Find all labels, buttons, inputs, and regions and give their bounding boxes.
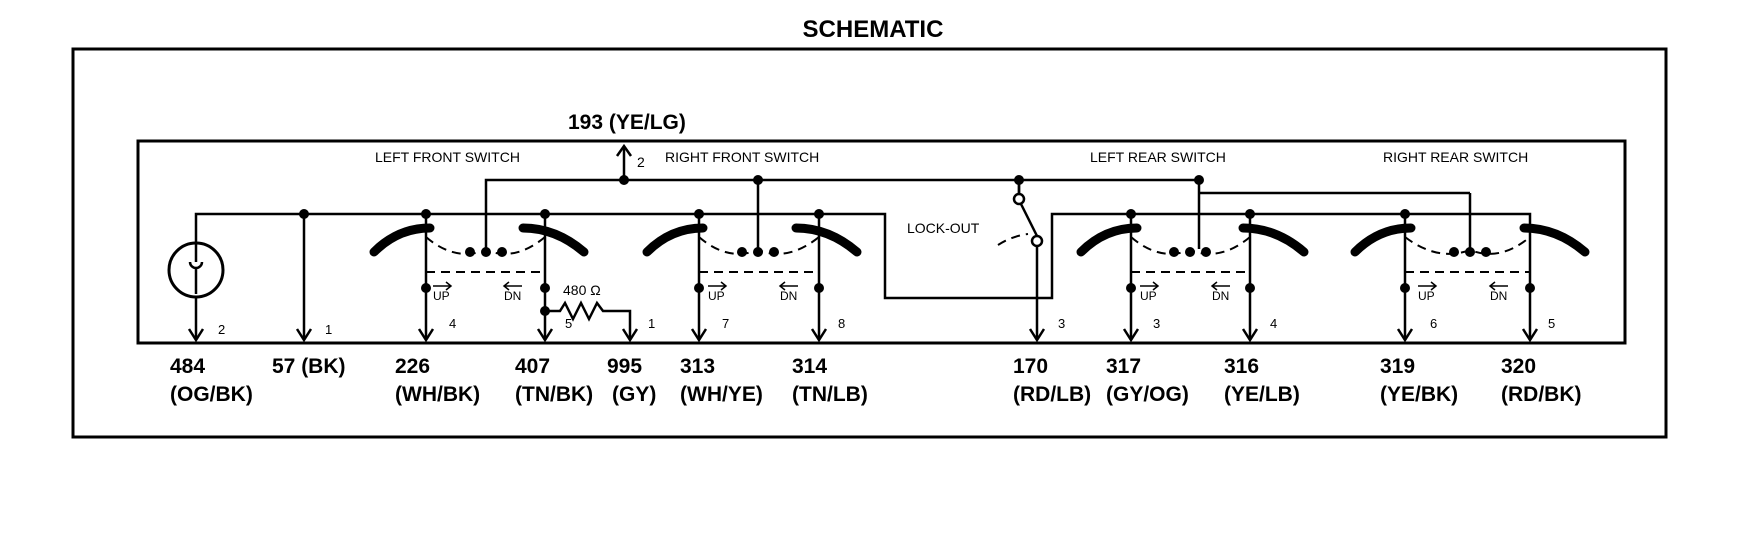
ground-wire-label: 57 (BK) (272, 355, 346, 378)
lamp-pin-number: 2 (218, 322, 225, 337)
left-front-switch: LEFT FRONT SWITCH UP DN 4 5 226 (WH/BK) … (369, 149, 593, 406)
dn-wire-number: 407 (515, 355, 550, 378)
rocker-left (642, 223, 708, 257)
up-arrow-icon (1418, 281, 1438, 291)
resistor-value: 480 Ω (563, 282, 601, 298)
dn-label: DN (504, 289, 521, 303)
schematic-title: SCHEMATIC (803, 16, 944, 43)
up-label: UP (433, 289, 450, 303)
dn-pin-number: 5 (565, 316, 572, 331)
supply-pin-number: 2 (637, 154, 645, 170)
down-arrow-icon (1210, 281, 1230, 291)
dn-wire-number: 320 (1501, 355, 1536, 378)
rocker-right (518, 223, 589, 257)
dn-label: DN (1490, 289, 1507, 303)
switch-name: LEFT FRONT SWITCH (375, 149, 520, 165)
supply-bus-lower (194, 209, 1425, 300)
dn-wire-number: 314 (792, 355, 827, 378)
dn-wire-number: 316 (1224, 355, 1259, 378)
dn-wire-color: (YE/LB) (1224, 383, 1300, 406)
dn-wire-color: (TN/BK) (515, 383, 593, 406)
up-wire-color: (GY/OG) (1106, 383, 1189, 406)
resistor-480: 480 Ω 1 995 (GY) (540, 282, 656, 406)
rocker-right (1519, 223, 1590, 257)
up-label: UP (1418, 289, 1435, 303)
dn-pin-number: 4 (1270, 316, 1277, 331)
dn-label: DN (1212, 289, 1229, 303)
resistor-wire-number: 995 (607, 355, 642, 378)
lamp-wire-color: (OG/BK) (170, 383, 253, 406)
right-front-switch: RIGHT FRONT SWITCH UP DN 7 8 313 (WH/YE)… (642, 149, 868, 406)
switch-name: LEFT REAR SWITCH (1090, 149, 1226, 165)
up-pin-number: 6 (1430, 316, 1437, 331)
left-rear-switch: LEFT REAR SWITCH UP DN 3 4 317 (GY/OG) 3… (1076, 149, 1309, 406)
supply-wire-label: 193 (YE/LG) (568, 111, 686, 134)
lockout-wire-number: 170 (1013, 355, 1048, 378)
dn-label: DN (780, 289, 797, 303)
up-wire-number: 313 (680, 355, 715, 378)
resistor-pin-number: 1 (648, 316, 655, 331)
up-wire-number: 226 (395, 355, 430, 378)
supply-bus-upper (484, 175, 1472, 249)
up-pin-number: 3 (1153, 316, 1160, 331)
rocker-left (1076, 223, 1142, 257)
up-arrow-icon (708, 281, 728, 291)
right-rear-switch: RIGHT REAR SWITCH UP DN 6 5 319 (YE/BK) … (1350, 149, 1590, 406)
down-arrow-icon (778, 281, 798, 291)
up-pin-number: 4 (449, 316, 456, 331)
up-wire-number: 317 (1106, 355, 1141, 378)
ground-pin-number: 1 (325, 322, 332, 337)
up-label: UP (708, 289, 725, 303)
dn-wire-color: (RD/BK) (1501, 383, 1581, 406)
up-wire-color: (YE/BK) (1380, 383, 1458, 406)
lockout-pin-number: 3 (1058, 316, 1065, 331)
switch-name: RIGHT FRONT SWITCH (665, 149, 819, 165)
lockout-wire-color: (RD/LB) (1013, 383, 1091, 406)
switch-name: RIGHT REAR SWITCH (1383, 149, 1528, 165)
resistor-wire-color: (GY) (612, 383, 656, 406)
rocker-left (1350, 223, 1416, 257)
supply-input: 2 193 (YE/LG) (568, 111, 686, 185)
outer-frame (71, 47, 1668, 439)
up-label: UP (1140, 289, 1157, 303)
rocker-right (1238, 223, 1309, 257)
up-arrow-icon (433, 281, 453, 291)
ground-terminal: 1 57 (BK) (272, 214, 346, 378)
up-wire-number: 319 (1380, 355, 1415, 378)
up-wire-color: (WH/YE) (680, 383, 763, 406)
illumination-lamp: 2 484 (OG/BK) (167, 241, 253, 406)
lamp-wire-number: 484 (170, 355, 205, 378)
down-arrow-icon (502, 281, 522, 291)
dn-wire-color: (TN/LB) (792, 383, 868, 406)
dn-pin-number: 8 (838, 316, 845, 331)
lockout-label: LOCK-OUT (907, 220, 980, 236)
up-arrow-icon (1140, 281, 1160, 291)
lockout-switch: LOCK-OUT 3 170 (RD/LB) (907, 180, 1091, 406)
rocker-left (369, 223, 435, 257)
up-wire-color: (WH/BK) (395, 383, 480, 406)
rocker-right (791, 223, 862, 257)
component-boundary (136, 139, 1627, 345)
up-pin-number: 7 (722, 316, 729, 331)
down-arrow-icon (1488, 281, 1508, 291)
dn-pin-number: 5 (1548, 316, 1555, 331)
